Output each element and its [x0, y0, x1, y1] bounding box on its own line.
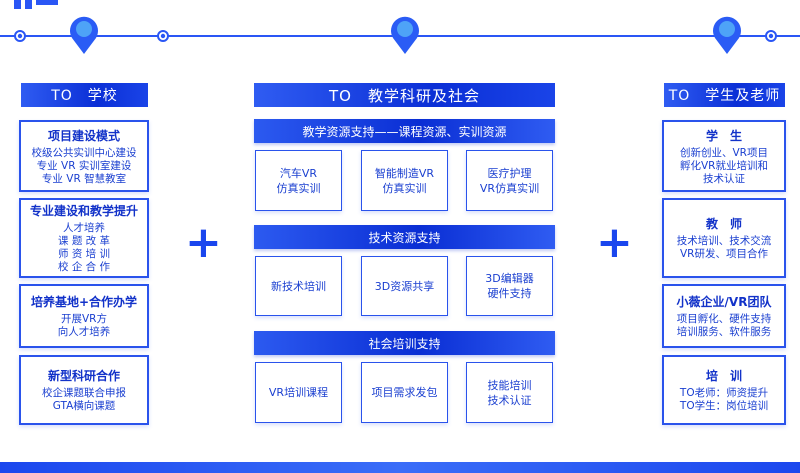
- box-line: 孵化VR就业培训和: [680, 159, 768, 172]
- bottom-decoration-bar: [0, 462, 800, 473]
- center-header: TO 教学科研及社会: [254, 83, 555, 107]
- box-line: 人才培养: [63, 222, 105, 234]
- map-pin-icon: [391, 16, 420, 55]
- cell-line: 汽车VR: [279, 166, 318, 180]
- box-line: 创新创业、VR项目: [680, 146, 768, 159]
- box-line: 专业 VR 智慧教室: [41, 172, 127, 185]
- section-tech-resources: 技术资源支持: [254, 225, 555, 249]
- cell-line: 3D编辑器: [485, 272, 534, 285]
- resource-cell: 3D编辑器 硬件支持: [466, 256, 553, 316]
- box-line: 专业 VR 实训室建设: [36, 159, 132, 172]
- box-line: 培训服务、软件服务: [676, 326, 772, 338]
- timeline: [0, 16, 800, 55]
- section-teaching-resources: 教学资源支持——课程资源、实训资源: [254, 119, 555, 143]
- resource-cell: 项目需求发包: [361, 362, 448, 423]
- box-line: TO老师：师资提升: [679, 387, 769, 399]
- box-line: 师 资 培 训: [57, 248, 110, 260]
- resource-cell: 技能培训 技术认证: [466, 362, 553, 423]
- left-header: TO 学校: [21, 83, 148, 107]
- plus-icon: +: [185, 217, 222, 268]
- left-box-project: 项目建设模式 校级公共实训中心建设 专业 VR 实训室建设 专业 VR 智慧教室: [19, 120, 149, 192]
- box-title: 新型科研合作: [47, 369, 120, 383]
- box-title: 学 生: [705, 128, 742, 143]
- left-box-research: 新型科研合作 校企课题联合申报 GTA横向课题: [19, 355, 149, 425]
- box-line: 校 企 合 作: [57, 261, 110, 273]
- box-line: 向人才培养: [57, 326, 111, 338]
- box-line: 技术认证: [703, 172, 745, 185]
- circle-node-icon: [157, 30, 169, 42]
- box-line: 开展VR方: [61, 313, 107, 325]
- box-line: 校级公共实训中心建设: [31, 146, 137, 159]
- cell-line: 项目需求发包: [371, 386, 438, 399]
- box-title: 教 师: [705, 217, 742, 231]
- section-social-training: 社会培训支持: [254, 331, 555, 355]
- resource-cell: 3D资源共享: [361, 256, 448, 316]
- cell-line: 仿真实训: [276, 181, 321, 195]
- cell-line: 医疗护理: [487, 166, 532, 180]
- circle-node-icon: [14, 30, 26, 42]
- box-line: 校企课题联合申报: [42, 387, 126, 399]
- box-line: GTA横向课题: [52, 400, 116, 412]
- resource-cell: 医疗护理 VR仿真实训: [466, 150, 553, 211]
- cell-line: 技能培训: [487, 378, 532, 392]
- cell-line: 智能制造VR: [374, 166, 435, 180]
- plus-icon: +: [596, 217, 633, 268]
- left-box-teaching: 专业建设和教学提升 人才培养 课 题 改 革 师 资 培 训 校 企 合 作: [19, 198, 149, 278]
- right-box-students: 学 生 创新创业、VR项目 孵化VR就业培训和 技术认证: [662, 120, 786, 192]
- left-box-base: 培养基地+合作办学 开展VR方 向人才培养: [19, 284, 149, 348]
- cell-line: 仿真实训: [382, 181, 427, 195]
- cell-line: VR仿真实训: [479, 181, 540, 195]
- circle-node-icon: [765, 30, 777, 42]
- cell-line: 新技术培训: [271, 279, 326, 293]
- resource-cell: 智能制造VR 仿真实训: [361, 150, 448, 211]
- box-title: 培 训: [705, 369, 742, 383]
- cell-line: 技术认证: [487, 393, 532, 407]
- box-title: 培养基地+合作办学: [30, 295, 138, 309]
- box-title: 专业建设和教学提升: [29, 204, 138, 218]
- box-line: 技术培训、技术交流: [676, 235, 772, 247]
- resource-cell: 新技术培训: [255, 256, 342, 316]
- right-box-teachers: 教 师 技术培训、技术交流 VR研发、项目合作: [662, 198, 786, 278]
- box-line: 项目孵化、硬件支持: [676, 313, 772, 325]
- box-line: TO学生：岗位培训: [679, 400, 769, 412]
- map-pin-icon: [713, 16, 742, 54]
- cell-line: 硬件支持: [487, 287, 532, 300]
- cell-line: 3D资源共享: [374, 279, 435, 293]
- box-line: VR研发、项目合作: [680, 248, 768, 260]
- right-header: TO 学生及老师: [664, 83, 785, 107]
- box-title: 项目建设模式: [47, 128, 120, 143]
- resource-cell: 汽车VR 仿真实训: [255, 150, 342, 211]
- box-title: 小薇企业/VR团队: [676, 295, 772, 309]
- map-pin-icon: [70, 16, 99, 54]
- right-box-training: 培 训 TO老师：师资提升 TO学生：岗位培训: [662, 355, 786, 425]
- right-box-enterprise: 小薇企业/VR团队 项目孵化、硬件支持 培训服务、软件服务: [662, 284, 786, 348]
- resource-cell: VR培训课程: [255, 362, 342, 423]
- box-line: 课 题 改 革: [57, 235, 110, 247]
- cell-line: VR培训课程: [268, 386, 329, 399]
